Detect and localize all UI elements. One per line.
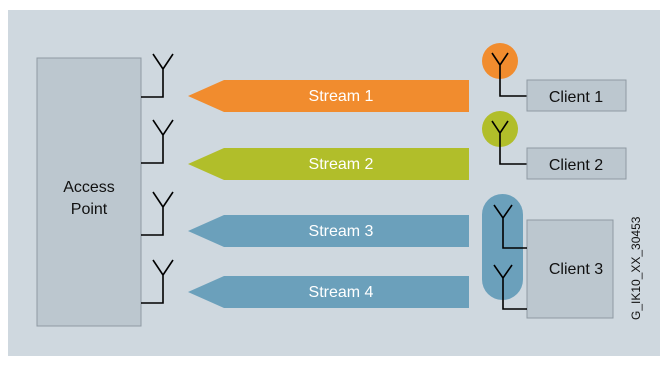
- client-3-antenna-1: [493, 204, 527, 249]
- client-2-label: Client 2: [549, 157, 603, 174]
- ap-antenna-1: [141, 53, 174, 98]
- antenna-icon: [491, 52, 527, 97]
- client-1-antenna: [491, 52, 527, 97]
- stream-2-label: Stream 2: [309, 156, 374, 173]
- access-point-label-line1: Access: [63, 179, 115, 196]
- client-1-label: Client 1: [549, 89, 603, 106]
- antenna-icon: [141, 259, 174, 304]
- stream-2-arrow: [188, 148, 469, 180]
- client-3-antenna-2: [493, 264, 527, 310]
- antenna-icon: [493, 204, 527, 249]
- antenna-icon: [491, 120, 527, 165]
- ap-antenna-3: [141, 191, 174, 236]
- stream-3-label: Stream 3: [309, 223, 374, 240]
- stream-4-arrow: [188, 276, 469, 308]
- antenna-icon: [141, 53, 174, 98]
- stream-4-label: Stream 4: [309, 284, 374, 301]
- stream-1-label: Stream 1: [309, 88, 374, 105]
- figure-id-label: G_IK10_XX_30453: [629, 216, 643, 320]
- antenna-icon: [141, 191, 174, 236]
- antenna-icon: [493, 264, 527, 310]
- client-1-badge: [482, 43, 518, 79]
- ap-antenna-4: [141, 259, 174, 304]
- access-point-box: [36, 57, 142, 327]
- antenna-icon: [141, 119, 174, 164]
- client-3-label: Client 3: [549, 261, 603, 278]
- access-point-label-line2: Point: [71, 201, 108, 218]
- client-2-badge: [482, 111, 518, 147]
- client-1-box: [526, 79, 627, 112]
- client-2-antenna: [491, 120, 527, 165]
- client-3-box: [526, 219, 614, 319]
- client-2-box: [526, 147, 627, 180]
- ap-antenna-2: [141, 119, 174, 164]
- stream-1-arrow: [188, 80, 469, 112]
- stream-3-arrow: [188, 215, 469, 247]
